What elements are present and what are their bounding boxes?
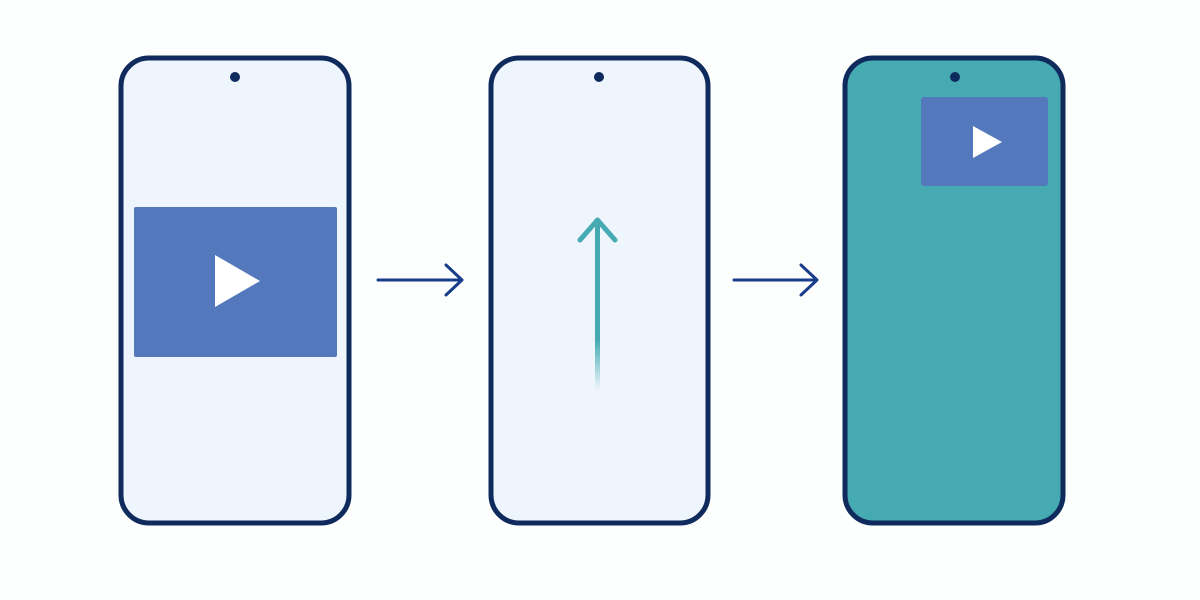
phone-2-camera-dot xyxy=(594,72,604,82)
phone-step-1 xyxy=(118,55,352,526)
swipe-up-arrow-icon xyxy=(577,217,618,243)
phone-3-camera-dot xyxy=(950,72,960,82)
arrow-right-icon xyxy=(732,263,819,297)
swipe-up-arrow-shaft xyxy=(595,222,600,390)
arrow-right-icon xyxy=(376,263,464,297)
play-icon xyxy=(215,255,260,307)
phone-1-camera-dot xyxy=(230,72,240,82)
play-icon xyxy=(973,126,1002,158)
phone-step-3 xyxy=(842,55,1066,526)
phone-step-2 xyxy=(488,55,711,526)
